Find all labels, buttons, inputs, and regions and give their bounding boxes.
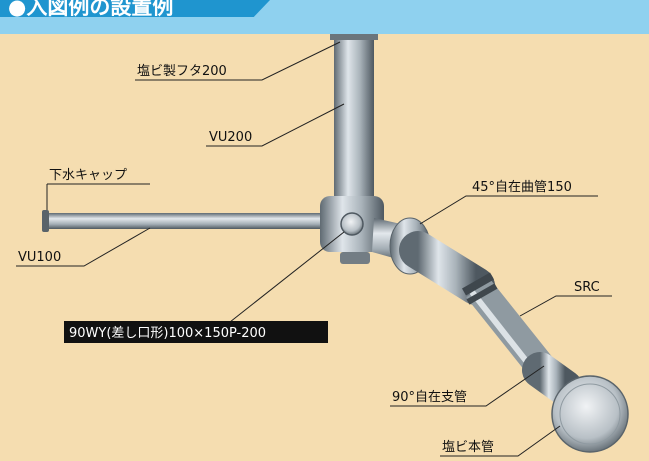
leader-vu200 xyxy=(206,103,345,147)
elbow-pipe xyxy=(399,231,495,305)
leader-branch90 xyxy=(390,365,545,407)
label-vu200: VU200 xyxy=(209,130,252,145)
main-pipe-inner xyxy=(559,383,621,445)
label-branch90: 90°自在支管 xyxy=(392,390,467,405)
label-main-pipe: 塩ビ本管 xyxy=(442,440,494,455)
leader-cap-lid xyxy=(135,41,341,81)
leader-src xyxy=(519,295,612,317)
main-pipe xyxy=(551,375,629,453)
label-src: SRC xyxy=(574,280,600,295)
label-cap-lid: 塩ビ製フタ200 xyxy=(137,64,227,79)
riser-lid xyxy=(330,34,378,40)
wye-socket xyxy=(340,212,364,236)
sewer-cap-end xyxy=(42,210,49,232)
branch-90 xyxy=(522,352,583,406)
leader-vu100 xyxy=(16,227,151,267)
wye-foot xyxy=(340,252,370,264)
label-vu100: VU100 xyxy=(18,250,61,265)
riser-pipe xyxy=(334,34,374,220)
src-band xyxy=(462,272,494,296)
horizontal-pipe xyxy=(46,213,342,229)
leader-wye xyxy=(229,231,345,323)
label-sewer-cap: 下水キャップ xyxy=(49,168,127,183)
header-title: ●入図例の設置例 xyxy=(8,0,174,19)
leader-main-pipe xyxy=(440,425,561,457)
label-wye: 90WY(差し口形)100×150P-200 xyxy=(69,326,266,341)
leader-elbow45 xyxy=(419,195,598,225)
label-elbow45: 45°自在曲管150 xyxy=(472,180,572,195)
header-tab: ●入図例の設置例 xyxy=(0,0,270,17)
label-wye-box xyxy=(64,321,328,343)
src-band xyxy=(466,283,498,305)
